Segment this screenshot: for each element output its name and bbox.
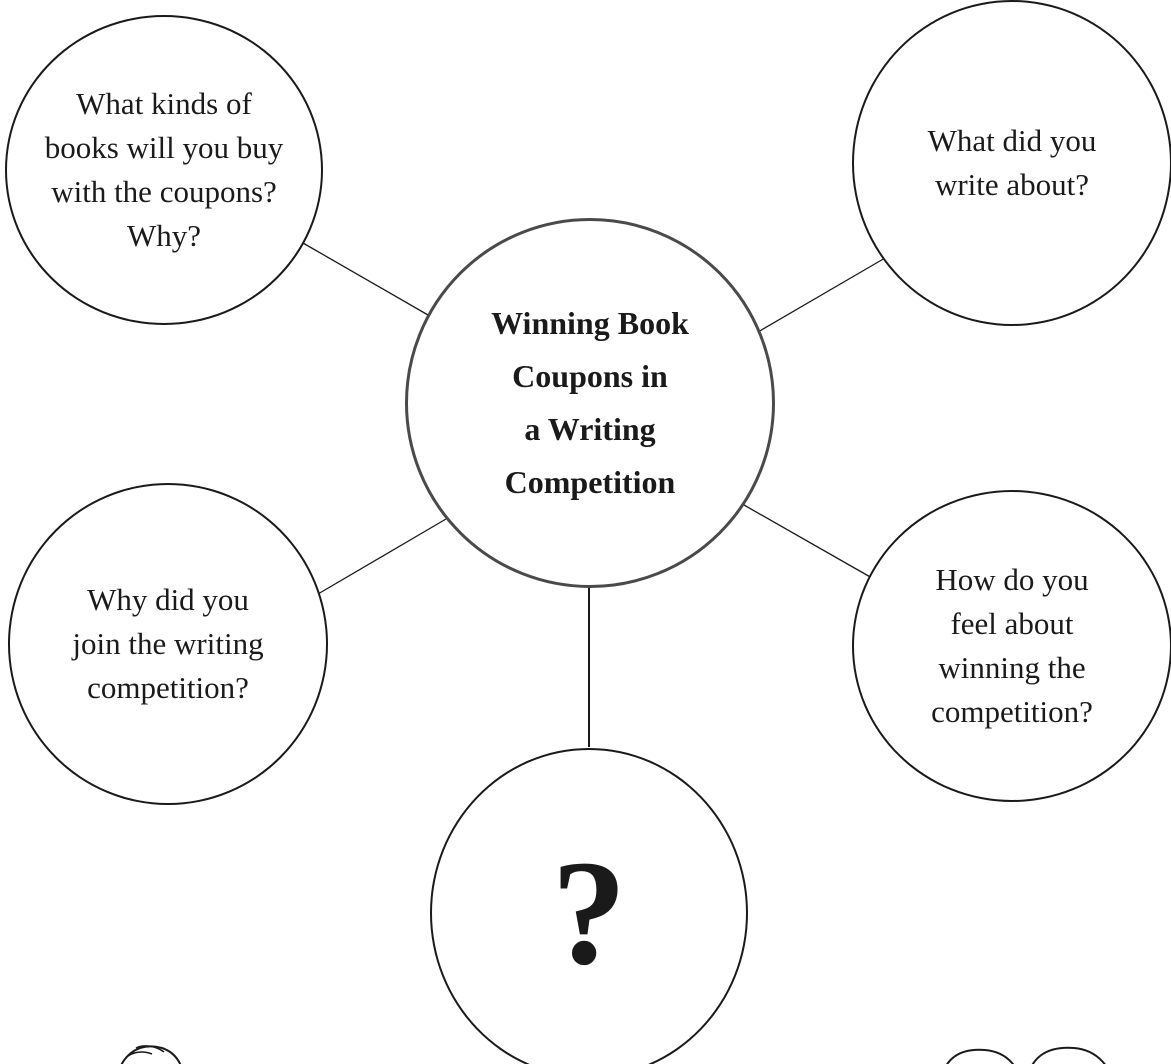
question-bubble-top-left: What kinds of books will you buy with th… — [5, 15, 323, 325]
central-topic-bubble: Winning Book Coupons in a Writing Compet… — [405, 218, 775, 588]
connector-top-right — [757, 257, 886, 333]
central-topic-text: Winning Book Coupons in a Writing Compet… — [491, 305, 689, 500]
question-text-top-right: What did you write about? — [927, 123, 1097, 202]
question-text-middle-left: Why did you join the writing competition… — [72, 582, 264, 705]
connector-middle-left — [317, 518, 447, 595]
student-illustration-left — [120, 1045, 182, 1064]
question-bubble-middle-right: How do you feel about winning the compet… — [852, 490, 1171, 802]
question-bubble-middle-left: Why did you join the writing competition… — [8, 483, 328, 805]
question-mark: ? — [551, 830, 627, 996]
question-text-middle-right: How do you feel about winning the compet… — [931, 562, 1093, 729]
question-bubble-bottom: ? — [430, 748, 748, 1064]
connector-middle-right — [743, 504, 873, 579]
student-illustration-right — [946, 1046, 1106, 1064]
question-text-top-left: What kinds of books will you buy with th… — [44, 86, 284, 253]
question-bubble-top-right: What did you write about? — [852, 0, 1171, 326]
connector-top-left — [302, 242, 429, 316]
